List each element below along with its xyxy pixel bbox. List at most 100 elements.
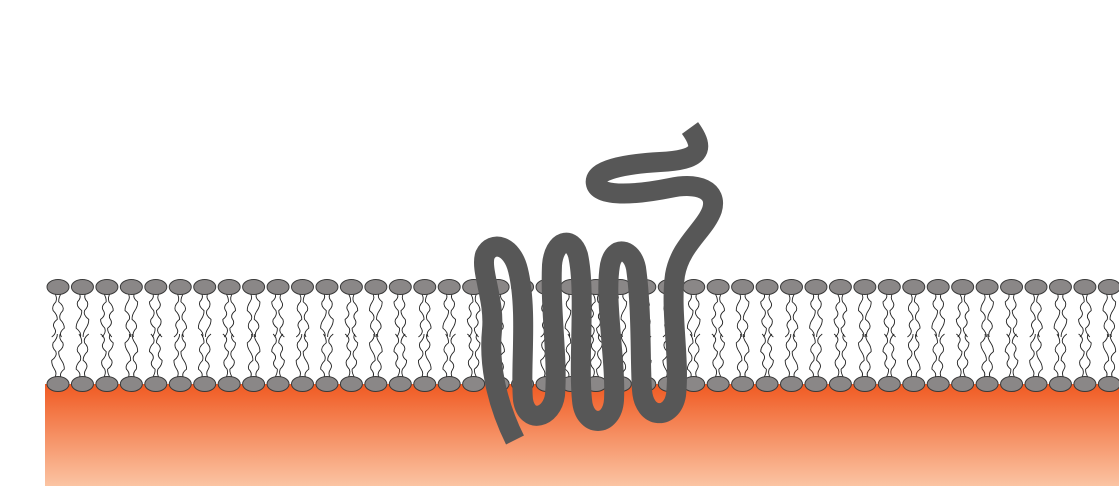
lipid-head (438, 280, 460, 295)
lipid-tail (101, 293, 107, 337)
lipid-head (1001, 377, 1023, 392)
lipid-tail (303, 334, 309, 378)
lipid-tail (963, 293, 969, 337)
lipid-tail (1086, 334, 1092, 378)
lipid-tail (205, 293, 211, 337)
lipid-tail (254, 293, 260, 337)
lipid-head (218, 280, 240, 295)
lipid-head (1025, 377, 1047, 392)
lipid-tail (988, 334, 994, 378)
lipid-tail (467, 293, 473, 337)
lipid-tail (108, 293, 114, 337)
lipid-head (781, 280, 803, 295)
lipid-head (707, 377, 729, 392)
lipid-head (927, 377, 949, 392)
lipid-head (952, 280, 974, 295)
lipid-tail (939, 293, 945, 337)
lipid-tail (156, 293, 162, 337)
lipid-tail (272, 293, 278, 337)
lipid-tail (149, 334, 155, 378)
lipid-tail (401, 293, 407, 337)
lipid-head (781, 377, 803, 392)
lipid-tail (883, 293, 889, 337)
lipid-tail (1005, 334, 1011, 378)
lipid-head (1074, 280, 1096, 295)
lipid-head (145, 377, 167, 392)
lipid-tail (890, 293, 896, 337)
lipid-head (340, 280, 362, 295)
lipid-tail (328, 293, 334, 337)
lipid-tail (841, 334, 847, 378)
lipid-tail (890, 334, 896, 378)
lipid-tail (932, 334, 938, 378)
lipid-head (438, 377, 460, 392)
lipid-head (218, 377, 240, 392)
lipid-tail (761, 334, 767, 378)
lipid-tail (345, 334, 351, 378)
lipid-tail (1061, 334, 1067, 378)
lipid-tail (198, 334, 204, 378)
lipid-head (878, 377, 900, 392)
lipid-head (756, 280, 778, 295)
lipid-tail (247, 293, 253, 337)
lipid-tail (792, 334, 798, 378)
lipid-tail (321, 293, 327, 337)
lipid-head (878, 280, 900, 295)
lipid-head (389, 280, 411, 295)
lipid-tail (296, 293, 302, 337)
lipid-tail (132, 293, 138, 337)
lipid-head (1098, 280, 1119, 295)
lipid-tail (866, 334, 872, 378)
lipid-tail (181, 293, 187, 337)
lipid-tail (425, 334, 431, 378)
lipid-tail (712, 293, 718, 337)
lipid-tail (1054, 293, 1060, 337)
lipid-tail (156, 334, 162, 378)
lipid-tail (859, 293, 865, 337)
lipid-tail (785, 334, 791, 378)
lipid-tail (981, 293, 987, 337)
lipid-head (707, 280, 729, 295)
lipid-tail (694, 334, 700, 378)
lipid-tail (52, 293, 58, 337)
lipid-head (292, 377, 314, 392)
lipid-tail (303, 293, 309, 337)
lipid-tail (254, 334, 260, 378)
lipid-tail (450, 334, 456, 378)
lipid-tail (1054, 334, 1060, 378)
lipid-tail (810, 293, 816, 337)
lipid-tail (425, 293, 431, 337)
lipid-head (1049, 377, 1071, 392)
lipid-tail (687, 334, 693, 378)
lipid-tail (230, 334, 236, 378)
lipid-tail (736, 293, 742, 337)
lipid-tail (1005, 293, 1011, 337)
lipid-head (145, 280, 167, 295)
lipid-tail (76, 334, 82, 378)
lipid-tail (1012, 334, 1018, 378)
lipid-head (120, 280, 142, 295)
lipid-tail (743, 293, 749, 337)
lipid-tail (743, 334, 749, 378)
lipid-tail (394, 334, 400, 378)
lipid-tail (418, 293, 424, 337)
lipid-tail (1103, 293, 1109, 337)
lipid-tail (377, 293, 383, 337)
lipid-head (1001, 280, 1023, 295)
lipid-head (829, 377, 851, 392)
lipid-head (389, 377, 411, 392)
lipid-tail (101, 334, 107, 378)
lipid-tail (418, 334, 424, 378)
lipid-head (854, 377, 876, 392)
lipid-head (169, 280, 191, 295)
lipid-head (194, 377, 216, 392)
lipid-tail (230, 293, 236, 337)
lipid-tail (761, 293, 767, 337)
lipid-tail (841, 293, 847, 337)
lipid-tail (1110, 334, 1116, 378)
lipid-head (47, 377, 69, 392)
lipid-tail (956, 334, 962, 378)
lipid-tail (1030, 334, 1036, 378)
lipid-tail (443, 334, 449, 378)
lipid-tail (859, 334, 865, 378)
